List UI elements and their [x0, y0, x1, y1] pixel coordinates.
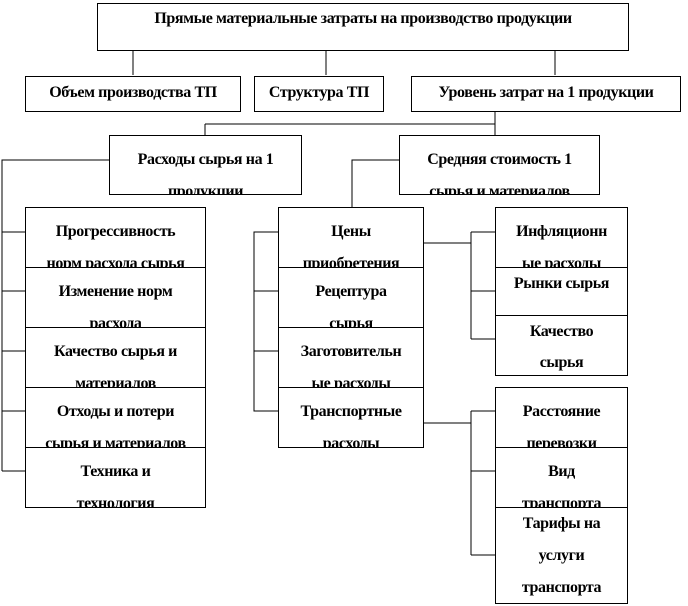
box-label: Структура ТП: [268, 84, 370, 101]
box-label: технология: [76, 495, 155, 508]
box-label: расходы: [322, 435, 380, 448]
level-connector: [204, 111, 496, 135]
price-bracket: [423, 231, 495, 340]
box-label: Средняя стоимость 1: [427, 151, 572, 168]
consumption-factor: Качество сырья и материалов: [25, 327, 206, 388]
box-label: Изменение норм: [58, 283, 173, 300]
cost-factor: Рецептура сырья: [278, 267, 424, 328]
box-label: Техника и: [80, 463, 151, 480]
box-structure: Структура ТП: [254, 76, 384, 112]
cost-factor: Транспортные расходы: [278, 387, 424, 448]
price-factor: Качество сырья: [495, 315, 628, 376]
box-label: ые расходы: [311, 375, 391, 388]
cost-connector: [351, 159, 399, 207]
cost-factor: Заготовительн ые расходы: [278, 327, 424, 388]
consumption-factor: Техника и технология: [25, 447, 206, 508]
transport-bracket: [423, 410, 495, 556]
box-label: Уровень затрат на 1 продукции: [438, 84, 654, 101]
box-raw-consumption: Расходы сырья на 1 продукции: [109, 135, 302, 195]
price-factor: Инфляционн ые расходы: [495, 207, 628, 268]
box-label: Вид: [548, 463, 575, 480]
transport-factor: Расстояние перевозки: [495, 387, 628, 448]
box-label: приобретения: [302, 255, 400, 268]
box-label: Тарифы на: [522, 515, 601, 532]
box-label: норм расхода сырья: [46, 255, 185, 268]
box-label: Расходы сырья на 1: [137, 151, 274, 168]
box-label: ые расходы: [522, 255, 601, 268]
price-factor: Рынки сырья: [495, 267, 628, 316]
consumption-factor: Изменение норм расхода: [25, 267, 206, 328]
box-label: Объем производства ТП: [49, 84, 217, 101]
box-label: расхода: [89, 315, 142, 328]
box-label: Расстояние: [522, 403, 601, 420]
box-label: сырья и материалов: [429, 183, 570, 195]
box-label: Цены: [331, 223, 371, 240]
root-connectors: [132, 51, 556, 75]
box-label: сырья и материалов: [45, 435, 186, 448]
cost-bracket: [253, 231, 278, 412]
box-label: Отходы и потери: [56, 403, 175, 420]
root-title: Прямые материальные затраты на производс…: [154, 10, 572, 27]
box-label: Прогрессивность: [55, 223, 176, 240]
box-label: Рецептура: [315, 283, 387, 300]
box-label: транспорта: [521, 579, 602, 596]
box-label: перевозки: [526, 435, 597, 448]
box-label: транспорта: [521, 495, 602, 508]
transport-factor: Вид транспорта: [495, 447, 628, 508]
box-label: Транспортные: [300, 403, 402, 420]
box-production-volume: Объем производства ТП: [25, 76, 241, 112]
box-avg-cost: Средняя стоимость 1 сырья и материалов: [399, 135, 600, 195]
box-label: сырья: [329, 315, 373, 328]
box-label: услуги: [538, 547, 585, 564]
box-label: сырья: [539, 354, 584, 371]
box-cost-level: Уровень затрат на 1 продукции: [411, 76, 681, 112]
consumption-factor: Отходы и потери сырья и материалов: [25, 387, 206, 448]
consumption-factor: Прогрессивность норм расхода сырья: [25, 207, 206, 268]
transport-factor: Тарифы на услуги транспорта: [495, 507, 628, 604]
box-label: материалов: [75, 375, 156, 388]
consumption-bracket: [1, 159, 109, 472]
box-label: Заготовительн: [300, 343, 402, 360]
box-label: Качество сырья и: [54, 343, 177, 360]
box-label: Инфляционн: [516, 223, 607, 240]
box-label: Рынки сырья: [513, 275, 610, 292]
box-label: Качество: [529, 323, 594, 340]
cost-factor: Цены приобретения: [278, 207, 424, 268]
root-box: Прямые материальные затраты на производс…: [97, 3, 629, 51]
box-label: продукции: [167, 183, 244, 195]
